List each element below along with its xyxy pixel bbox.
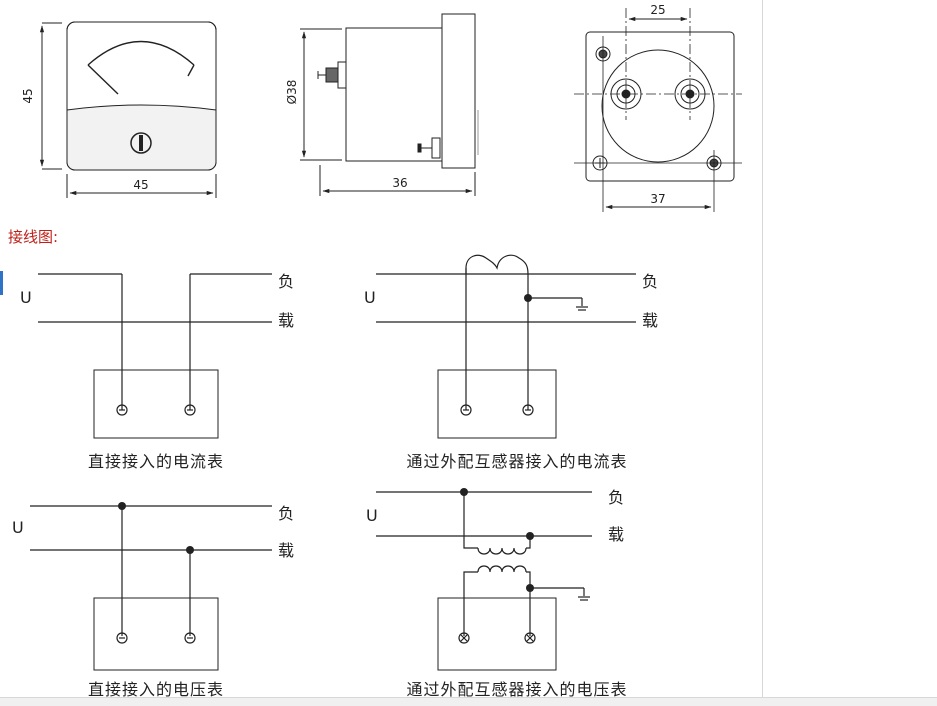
circuit-caption: 直接接入的电压表 <box>88 680 224 699</box>
meter-terminal-2 <box>184 632 196 644</box>
meter-terminal-1 <box>458 632 470 644</box>
load-label-bottom: 载 <box>642 311 658 330</box>
meter-terminal-2 <box>522 404 534 416</box>
load-label-bottom: 载 <box>278 311 294 330</box>
rear-top-label: 25 <box>650 3 665 17</box>
zero-adjust-screw <box>130 132 152 154</box>
side-terminal-plate <box>337 61 347 89</box>
circuit-pt-voltmeter <box>376 491 592 671</box>
supply-label: U <box>366 506 378 525</box>
circuit-ct-ammeter <box>376 254 636 439</box>
meter-box <box>93 597 219 671</box>
meter-needle <box>87 64 119 95</box>
current-transformer-coil <box>465 254 529 275</box>
load-label-top: 负 <box>608 488 624 507</box>
meter-box <box>437 597 557 671</box>
pt-secondary-coil <box>477 565 527 573</box>
meter-terminal-2 <box>524 632 536 644</box>
pt-secondary-lead-2 <box>526 571 531 636</box>
zero-adjust-slot <box>139 135 143 151</box>
supply-label: U <box>12 518 24 537</box>
load-label-top: 负 <box>278 272 294 291</box>
meter-terminal-2 <box>184 404 196 416</box>
junction-dot <box>526 584 534 592</box>
pt-secondary-lead-1 <box>463 571 478 636</box>
side-diameter-label: Ø38 <box>285 80 299 105</box>
rear-view <box>574 8 742 212</box>
circuit-direct-voltmeter <box>30 505 272 671</box>
load-label-top: 负 <box>642 272 658 291</box>
meter-rear-plate <box>585 31 735 182</box>
rear-bottom-label: 37 <box>650 192 665 206</box>
selection-marker <box>0 271 3 295</box>
pt-primary-lead-1 <box>463 492 478 549</box>
circuit-caption: 通过外配互感器接入的电流表 <box>406 452 627 471</box>
junction-dot <box>460 488 468 496</box>
meter-scale-end <box>187 64 195 77</box>
front-view <box>39 21 217 198</box>
meter-window-edge <box>66 104 217 111</box>
load-label-bottom: 载 <box>608 525 624 544</box>
meter-box <box>437 369 557 439</box>
circuit-caption: 通过外配互感器接入的电压表 <box>406 680 627 699</box>
circuit-caption: 直接接入的电流表 <box>88 452 224 471</box>
side-depth-label: 36 <box>392 176 407 190</box>
meter-front-outline <box>66 21 217 171</box>
supply-label: U <box>364 288 376 307</box>
pt-primary-coil <box>477 547 527 555</box>
frame-bottom-border <box>0 697 937 706</box>
meter-side-body <box>345 27 443 162</box>
junction-dot <box>186 546 194 554</box>
supply-label: U <box>20 288 32 307</box>
meter-box <box>93 369 219 439</box>
side-view <box>300 13 479 196</box>
circuit-direct-ammeter <box>38 273 272 439</box>
frame-right-border <box>762 0 763 705</box>
meter-terminal-1 <box>116 404 128 416</box>
front-height-label: 45 <box>21 88 35 103</box>
front-width-label: 45 <box>133 178 148 192</box>
junction-dot <box>118 502 126 510</box>
meter-rear-case <box>601 49 715 163</box>
meter-terminal-1 <box>116 632 128 644</box>
junction-dot <box>524 294 532 302</box>
load-label-top: 负 <box>278 504 294 523</box>
load-label-bottom: 载 <box>278 541 294 560</box>
meter-scale-arc <box>87 40 195 66</box>
section-title: 接线图: <box>8 228 59 246</box>
meter-side-flange <box>441 13 476 169</box>
side-terminal-nut <box>325 67 339 83</box>
junction-dot <box>526 532 534 540</box>
meter-terminal-1 <box>460 404 472 416</box>
